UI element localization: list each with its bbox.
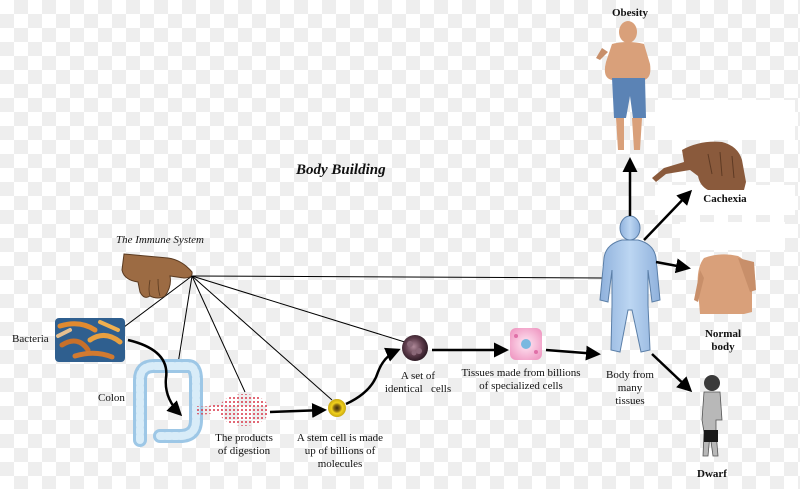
immune-line-colon: [176, 275, 193, 371]
colon-image: [133, 359, 203, 447]
stem-cell-icon: [328, 399, 346, 417]
arrow-to-cachexia: [643, 189, 693, 241]
immune-line-stem-cell: [191, 275, 333, 401]
arrow-digestion-to-stem-cell: [269, 402, 327, 418]
colon-label: Colon: [98, 392, 125, 404]
cell-cluster-icon: [402, 335, 428, 361]
obesity-figure-image: [596, 21, 651, 150]
diagram-title: Body Building: [296, 162, 386, 178]
bacteria-image: [55, 318, 125, 362]
immune-hand-icon: [121, 253, 193, 299]
immune-line-cells: [191, 275, 409, 344]
immune-line-digestion: [191, 275, 246, 393]
arrow-to-dwarf: [651, 353, 693, 393]
dwarf-figure-image: [701, 375, 723, 457]
identical-cells-label: A set of identical cells: [384, 370, 452, 395]
tissues-label: Tissues made from billions of specialize…: [461, 367, 581, 392]
normal-body-label: Normal body: [704, 328, 742, 353]
dwarf-label: Dwarf: [697, 468, 727, 480]
immune-lines: [119, 275, 603, 401]
label-backdrop: [680, 222, 785, 250]
immune-line-body: [191, 275, 603, 279]
arrow-bacteria-to-colon: [127, 338, 183, 417]
body-label: Body from many tissues: [606, 369, 654, 407]
human-body-silhouette: [599, 215, 661, 353]
process-arrows: [127, 157, 693, 418]
bacteria-label: Bacteria: [12, 333, 49, 345]
arrow-tissue-to-body: [545, 345, 601, 361]
stem-cell-label: A stem cell is made up of billions of mo…: [296, 432, 384, 470]
cachexia-figure-image: [652, 141, 746, 190]
digestion-products-image: [195, 394, 269, 426]
immune-system-label: The Immune System: [116, 234, 204, 246]
obesity-label: Obesity: [611, 7, 649, 19]
immune-line-bacteria: [119, 275, 193, 331]
cachexia-label: Cachexia: [703, 193, 747, 205]
normal-body-figure-image: [694, 254, 756, 314]
tissue-icon: [510, 328, 542, 360]
digestion-products-label: The products of digestion: [215, 432, 273, 457]
label-backdrop: [655, 100, 795, 140]
arrow-to-normal-body: [655, 258, 691, 274]
arrow-stem-cell-to-cells: [345, 347, 401, 406]
